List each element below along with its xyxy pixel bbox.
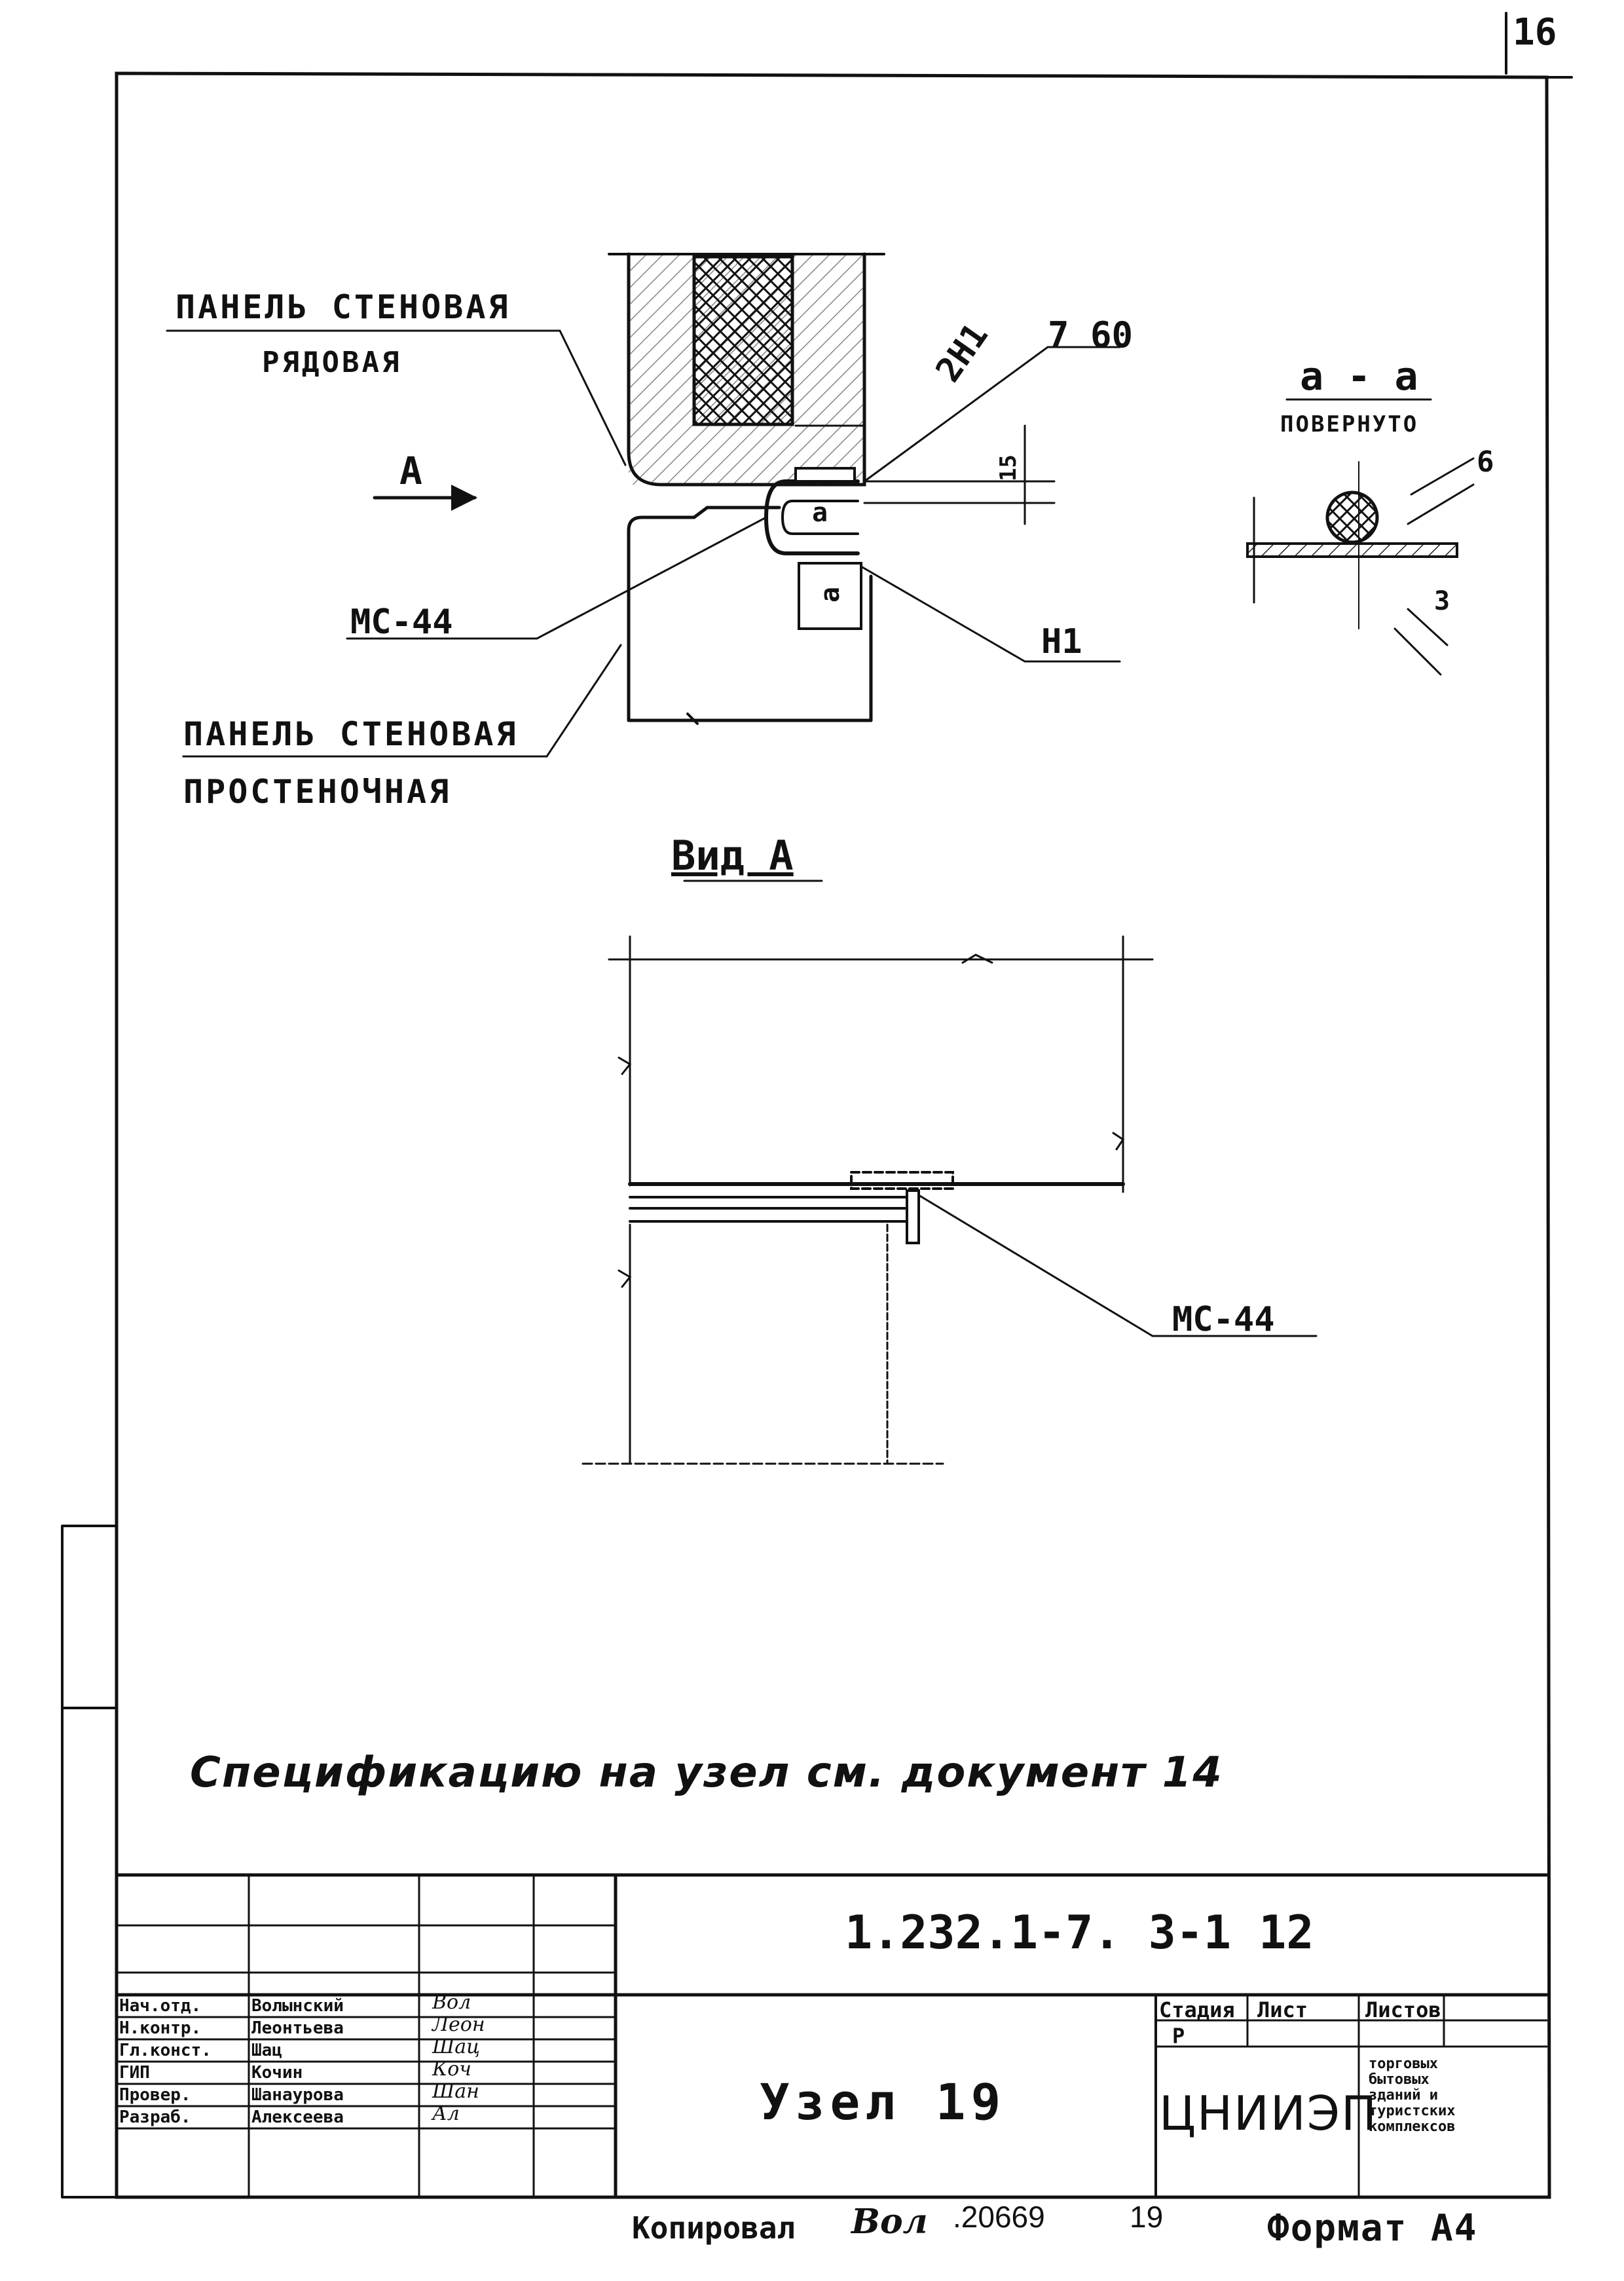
signature-3: Шац <box>432 2035 481 2058</box>
node-title: Узел 19 <box>760 2073 1006 2131</box>
label-panel-wall-line1: ПАНЕЛЬ СТЕНОВАЯ <box>183 715 519 753</box>
name-leontieva: Леонтьева <box>251 2018 344 2038</box>
sheets-header: Листов <box>1365 1997 1441 2022</box>
view-a <box>581 880 1318 1465</box>
frame-border <box>115 71 1551 2199</box>
section-subtitle: ПОВЕРНУТО <box>1280 411 1419 437</box>
label-a-inner-2: а <box>815 586 845 603</box>
node-cross-section <box>166 252 1121 758</box>
view-title: Вид А <box>671 832 794 880</box>
org-desc-line-5: комплексов <box>1369 2119 1456 2135</box>
org-desc-line-4: туристских <box>1369 2103 1456 2119</box>
name-alekseeva: Алексеева <box>251 2107 344 2127</box>
role-chief-designer: Гл.конст. <box>119 2041 212 2060</box>
section-a-a <box>1246 398 1475 676</box>
name-volynsky: Волынский <box>251 1996 344 2016</box>
role-developed: Разраб. <box>119 2107 191 2127</box>
signature-2: Леон <box>432 2013 485 2036</box>
label-weld-760: 7 60 <box>1048 314 1134 356</box>
page-small-number: 19 <box>1130 2200 1164 2234</box>
sheet-header: Лист <box>1257 1997 1308 2022</box>
copied-by-label: Копировал <box>632 2210 796 2246</box>
label-mc44-view: МС-44 <box>1172 1300 1275 1339</box>
label-n1: Н1 <box>1041 622 1082 661</box>
name-shanaurova: Шанаурова <box>251 2085 344 2105</box>
org-desc-line-1: торговых <box>1369 2056 1438 2072</box>
page-number: 16 <box>1513 13 1557 52</box>
signature-1: Вол <box>432 1991 471 2014</box>
role-norm-control: Н.контр. <box>119 2018 202 2038</box>
copied-by-signature: Вол <box>851 2202 928 2242</box>
label-dim-6: 6 <box>1477 445 1494 479</box>
label-dim-3: 3 <box>1434 586 1450 616</box>
org-desc-line-2: бытовых <box>1369 2071 1430 2088</box>
label-mc44-section: МС-44 <box>350 603 453 642</box>
signature-6: Ал <box>432 2102 460 2125</box>
stage-value: Р <box>1172 2024 1185 2049</box>
role-chief-engineer: ГИП <box>119 2063 150 2083</box>
name-shats: Шац <box>251 2041 282 2060</box>
title-block-grid <box>115 1873 1549 2199</box>
order-number: .20669 <box>953 2200 1045 2234</box>
label-panel-row-line1: ПАНЕЛЬ СТЕНОВАЯ <box>175 288 511 326</box>
specification-note: Спецификацию на узел см. документ 14 <box>190 1749 1223 1797</box>
role-checked: Провер. <box>119 2085 191 2105</box>
left-margin-strip <box>61 1525 118 2198</box>
name-kochin: Кочин <box>251 2063 303 2083</box>
label-a-inner-1: а <box>812 498 828 528</box>
label-arrow-a: А <box>399 449 422 493</box>
signature-5: Шан <box>432 2080 479 2103</box>
organization-name: ЦНИИЭП <box>1159 2086 1378 2141</box>
drawing-designation: 1.232.1-7. 3-1 12 <box>845 1906 1314 1959</box>
role-head: Нач.отд. <box>119 1996 202 2016</box>
label-panel-row-line2: РЯДОВАЯ <box>262 346 402 379</box>
organization-description: торговых бытовых зданий и туристских ком… <box>1369 2056 1545 2135</box>
label-panel-wall-line2: ПРОСТЕНОЧНАЯ <box>183 773 452 811</box>
stage-header: Стадия <box>1159 1997 1235 2022</box>
label-dim-15: 15 <box>995 454 1022 481</box>
signature-4: Коч <box>432 2058 471 2081</box>
paper-format: Формат А4 <box>1267 2207 1478 2250</box>
section-title: а - а <box>1300 354 1418 399</box>
org-desc-line-3: зданий и <box>1369 2087 1438 2104</box>
